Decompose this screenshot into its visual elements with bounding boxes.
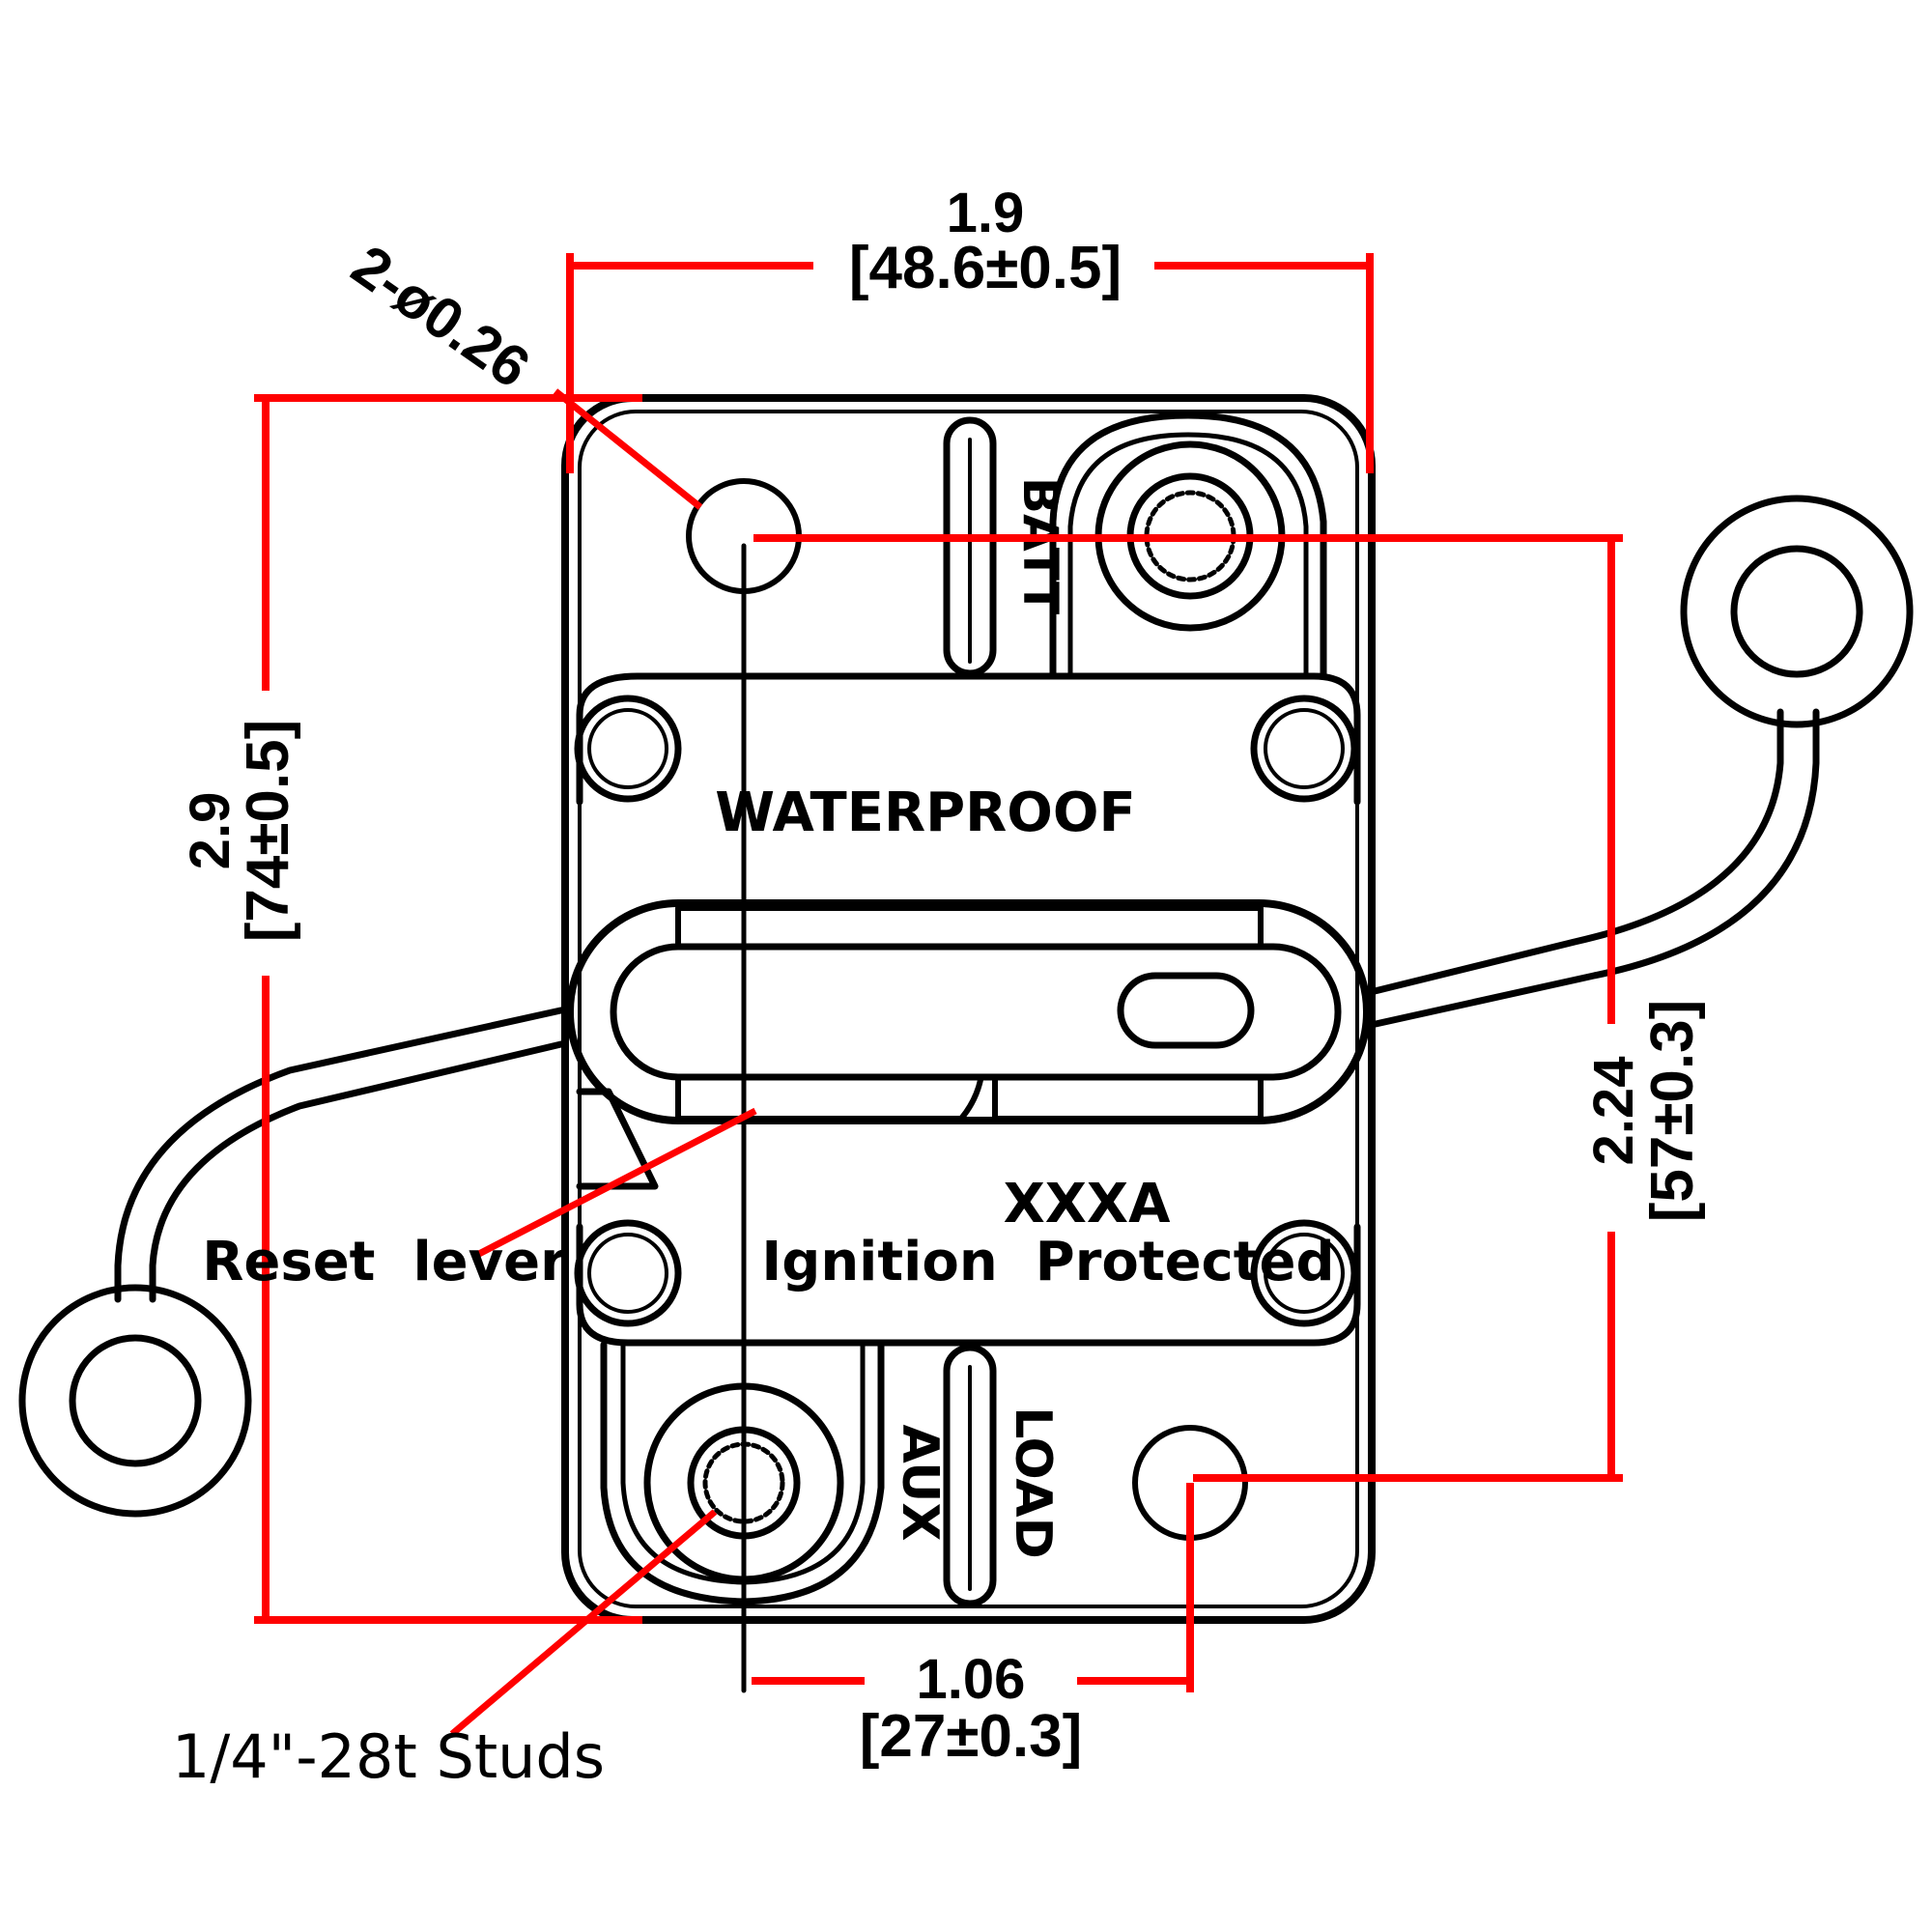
hole-spec: 2-ø0.26: [341, 233, 542, 400]
bracket-ring-left-outer: [18, 1284, 252, 1518]
batt-terminal-boss: [1049, 412, 1327, 678]
screw-bottom-right-inner: [1264, 1233, 1345, 1314]
bracket-ring-right-inner: [1730, 545, 1863, 678]
bracket-wire-left: [114, 1006, 569, 1303]
dimension-text: 1.9 [48.6±0.5] 2.9 [74±0.5] 2.24 [57±0.3…: [172, 182, 1706, 1792]
batt-terminal-boss-inner: [1067, 432, 1309, 677]
screw-bottom-right: [1250, 1219, 1358, 1327]
stud-h-mm: [27±0.3]: [860, 1703, 1082, 1770]
hole-leader: [553, 388, 703, 510]
mounting-bracket: [18, 495, 1914, 1518]
width-mm: [48.6±0.5]: [849, 235, 1122, 301]
load-label: LOAD: [1004, 1406, 1062, 1559]
stud-h-inch: 1.06: [917, 1648, 1026, 1711]
width-inch: 1.9: [947, 182, 1025, 244]
body-outline: [561, 394, 1376, 1624]
reset-triangle: [576, 1088, 659, 1190]
lever-handle: [1117, 972, 1255, 1049]
height-inch: 2.9: [179, 792, 242, 870]
screw-bottom-left-inner: [587, 1233, 668, 1314]
lever-slot: [610, 943, 1342, 1081]
lever-housing: [566, 899, 1371, 1124]
stud-v-inch: 2.24: [1582, 1057, 1645, 1166]
height-mm: [74±0.5]: [235, 720, 301, 942]
rating-label: XXXA: [1004, 1173, 1172, 1236]
studs-label: 1/4"-28t Studs: [172, 1721, 605, 1792]
aux-label: AUX: [891, 1425, 949, 1542]
screw-top-right: [1250, 695, 1358, 803]
lever-bottom-rail: [675, 1077, 1264, 1122]
screw-top-left-inner: [587, 708, 668, 789]
studs-leader: [449, 1509, 718, 1737]
screw-bottom-left: [574, 1219, 682, 1327]
breaker-body: WATERPROOF XXXA Ignition Protected BATT …: [561, 394, 1376, 1624]
bracket-ring-left-inner: [69, 1334, 202, 1467]
screw-top-left: [574, 695, 682, 803]
bracket-wire-right: [1363, 708, 1820, 1030]
divider-rib-bottom: [943, 1344, 997, 1607]
dimension-lines: [254, 253, 1623, 1737]
reset-lever-label: Reset lever: [202, 1231, 567, 1293]
reset-lever-leader: [473, 1107, 757, 1260]
lever-top-rail: [675, 905, 1264, 950]
batt-label: BATT: [1012, 477, 1068, 614]
stud-v-mm: [57±0.3]: [1639, 1000, 1706, 1222]
waterproof-label: WATERPROOF: [715, 781, 1135, 844]
divider-rib-top: [943, 416, 997, 677]
screw-top-right-inner: [1264, 708, 1345, 789]
ignition-protected-label: Ignition Protected: [761, 1231, 1334, 1293]
bracket-ring-right-outer: [1680, 495, 1914, 728]
upper-band: [576, 672, 1361, 806]
lower-band: [576, 1223, 1361, 1347]
